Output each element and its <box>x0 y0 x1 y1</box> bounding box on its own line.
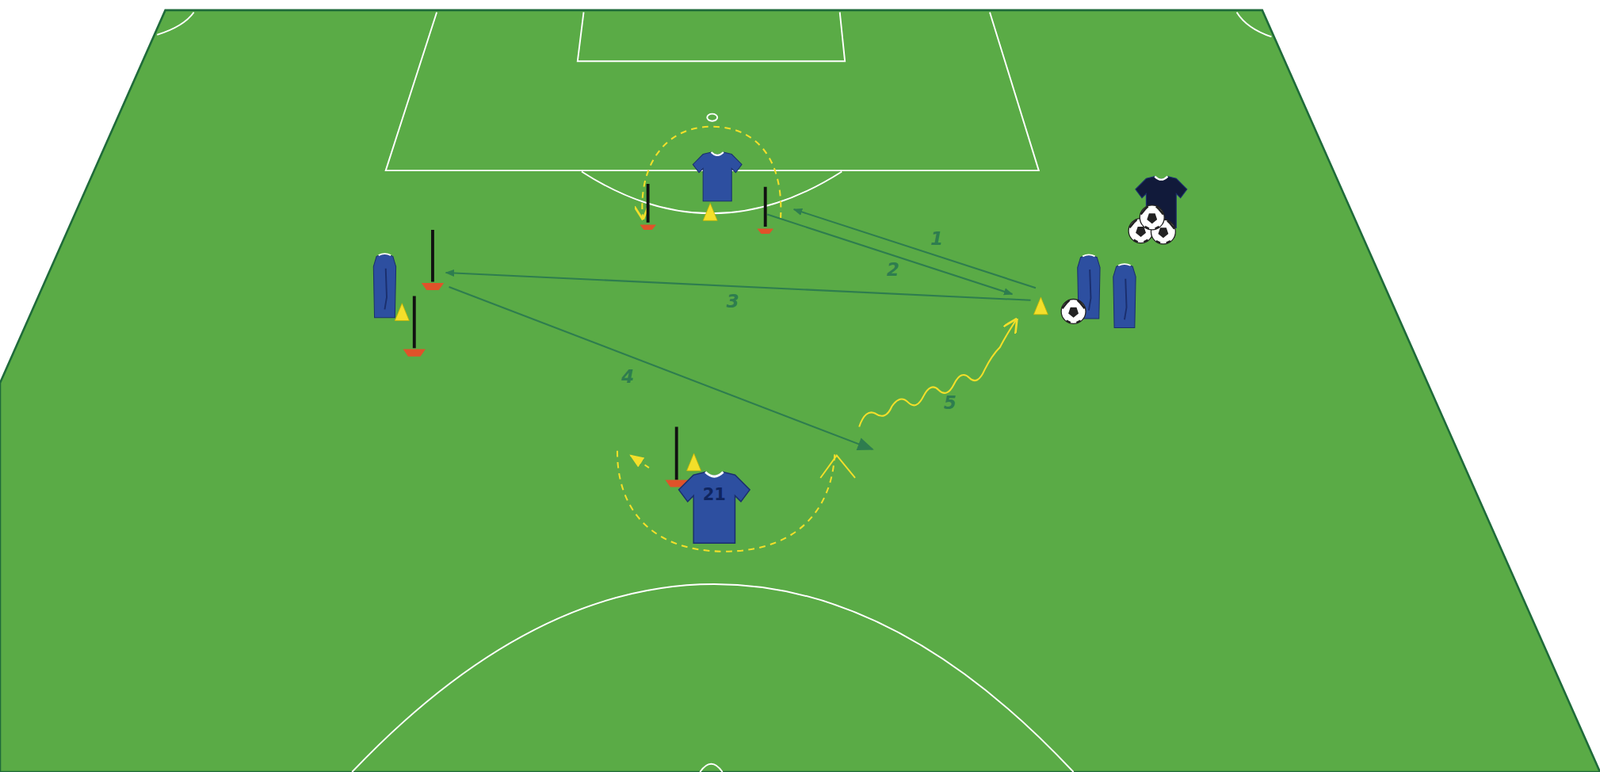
callout-number: 2 <box>884 259 902 280</box>
callout-number: 5 <box>941 392 959 413</box>
player-shirt: 21 <box>699 484 730 505</box>
callout-number: 1 <box>927 229 946 249</box>
callout-number: 4 <box>618 366 637 387</box>
callout-number: 3 <box>724 291 742 312</box>
shirt-number: 21 <box>702 484 726 504</box>
